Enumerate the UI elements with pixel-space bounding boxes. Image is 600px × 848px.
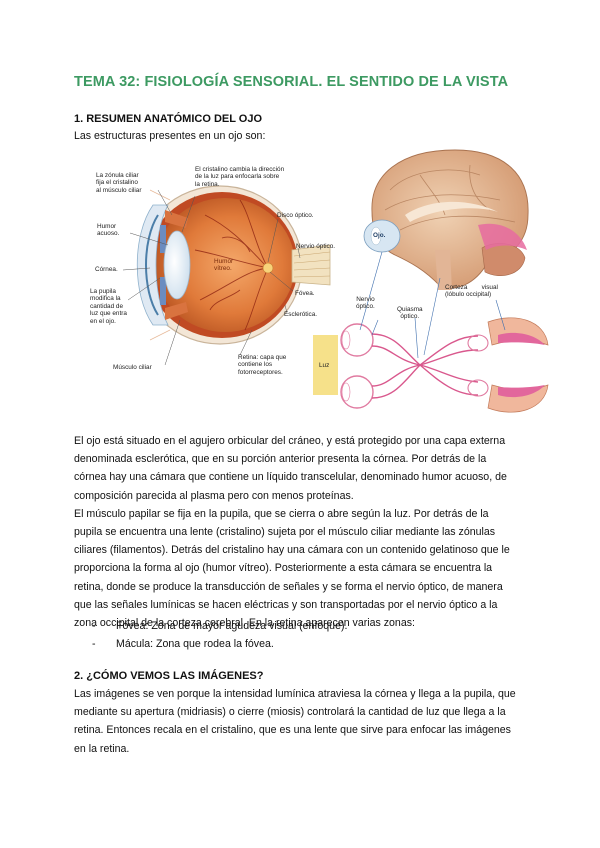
label-fovea: Fóvea. [295,290,315,297]
text-line: retina. Entonces recala en el cristalino… [74,724,511,737]
page-title: TEMA 32: FISIOLOGÍA SENSORIAL. EL SENTID… [74,74,509,90]
text-line: ciliares (filamentos). Detrás del crista… [74,544,510,557]
text-line: córnea hay una cámara que contiene un lí… [74,471,507,484]
label-cornea: Córnea. [95,266,118,273]
label-musculo-ciliar: Músculo ciliar [113,364,152,371]
list-item: - Mácula: Zona que rodea la fóvea. [92,638,274,650]
visual-pathway-diagram [313,251,549,413]
list-item: - Fóvea: Zona de mayor agudeza visual (en… [92,620,347,632]
text-line: El ojo está situado en el agujero orbicu… [74,435,506,447]
intro-line: Las estructuras presentes en un ojo son: [74,130,266,142]
label-nervio-optico: Nervio óptico. [296,243,336,250]
label-luz: Luz [319,362,330,369]
label-disco-optico: Disco óptico. [277,212,314,219]
label-ojo: Ojo. [373,232,386,239]
text-line: denominada esclerótica, que en su porció… [74,453,487,466]
text-line: mediante su apertura (midriasis) o cierr… [74,706,506,719]
text-line: pupila se encuentra una lente (cristalin… [74,526,496,539]
section-intro: Las estructuras presentes en un ojo son: [74,127,534,145]
section-heading-anatomy: 1. RESUMEN ANATÓMICO DEL OJO [74,113,263,125]
anatomy-paragraph: El ojo está situado en el agujero orbicu… [74,432,534,632]
text-line: composición parecida al plasma pero con … [74,489,354,502]
eye-leader-lines [122,189,301,366]
text-line: zona occipital de la corteza cerebral. E… [74,617,415,630]
text-line: en la retina. [74,742,130,755]
eye-cross-section [136,185,331,345]
text-line: retina, donde se produce la transducción… [74,580,503,593]
list-item-text: Fóvea: Zona de mayor agudeza visual (enf… [116,620,348,632]
text-line: proporciona la forma al ojo (humor vítre… [74,562,493,575]
brain-illustration [363,149,529,290]
label-corteza-visual: Corteza visual(lóbulo occipital) [445,284,498,299]
images-paragraph: Las imágenes se ven porque la intensidad… [74,685,534,758]
label-esclerotica: Esclerótica. [284,311,318,318]
list-marker: - [92,638,96,650]
section-heading-images: 2. ¿CÓMO VEMOS LAS IMÁGENES? [74,670,264,682]
text-line: El músculo papilar se fija en la pupila,… [74,507,489,520]
text-line: que las señales lumínicas se hacen eléct… [74,598,498,611]
list-item-text: Mácula: Zona que rodea la fóvea. [116,638,274,650]
list-marker: - [92,620,96,632]
text-line: Las imágenes se ven porque la intensidad… [74,688,516,700]
